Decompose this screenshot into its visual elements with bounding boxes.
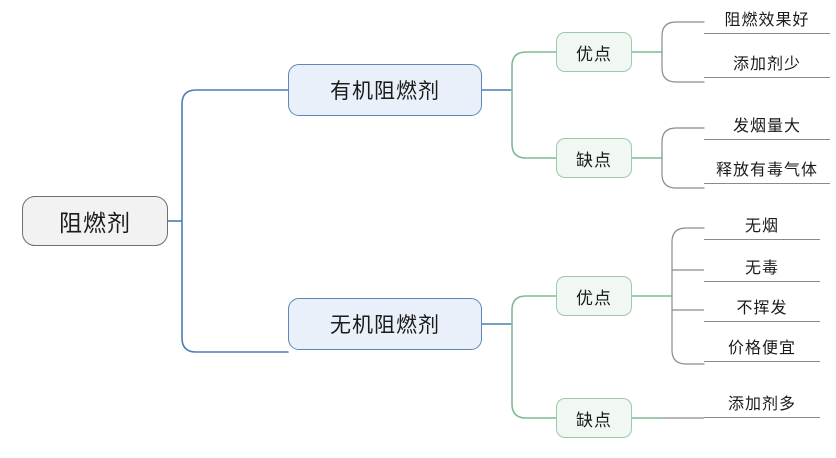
leaf-item[interactable]: 无毒 [704,254,820,282]
aspect-node-inorganic-pros-label: 优点 [576,288,612,308]
leaf-item[interactable]: 添加剂多 [704,390,820,418]
aspect-node-organic-cons-label: 缺点 [576,150,612,170]
connector-organic-fork [511,51,557,159]
leaf-item[interactable]: 释放有毒气体 [704,156,830,184]
root-node[interactable]: 阻燃剂 [22,196,168,246]
connector-org-cons-fork [661,127,705,189]
aspect-node-organic-pros-label: 优点 [576,44,612,64]
aspect-node-inorganic-cons[interactable]: 缺点 [556,398,632,438]
leaf-item[interactable]: 无烟 [704,212,820,240]
aspect-node-inorganic-pros[interactable]: 优点 [556,276,632,316]
aspect-node-organic-cons[interactable]: 缺点 [556,138,632,178]
aspect-node-inorganic-cons-label: 缺点 [576,410,612,430]
branch-node-organic-label: 有机阻燃剂 [330,80,440,103]
connector-inorganic-fork [511,295,557,419]
connector-root-fork [181,89,289,353]
root-node-label: 阻燃剂 [59,210,131,236]
leaf-item[interactable]: 阻燃效果好 [704,6,830,34]
branch-node-inorganic[interactable]: 无机阻燃剂 [288,298,482,350]
leaf-item[interactable]: 价格便宜 [704,334,820,362]
leaf-item[interactable]: 添加剂少 [704,50,830,78]
connector-inorg-pros-fork [671,227,705,365]
branch-node-organic[interactable]: 有机阻燃剂 [288,64,482,116]
connector-org-pros-fork [661,21,705,83]
branch-node-inorganic-label: 无机阻燃剂 [330,314,440,337]
aspect-node-organic-pros[interactable]: 优点 [556,32,632,72]
leaf-item[interactable]: 不挥发 [704,294,820,322]
leaf-item[interactable]: 发烟量大 [704,112,830,140]
